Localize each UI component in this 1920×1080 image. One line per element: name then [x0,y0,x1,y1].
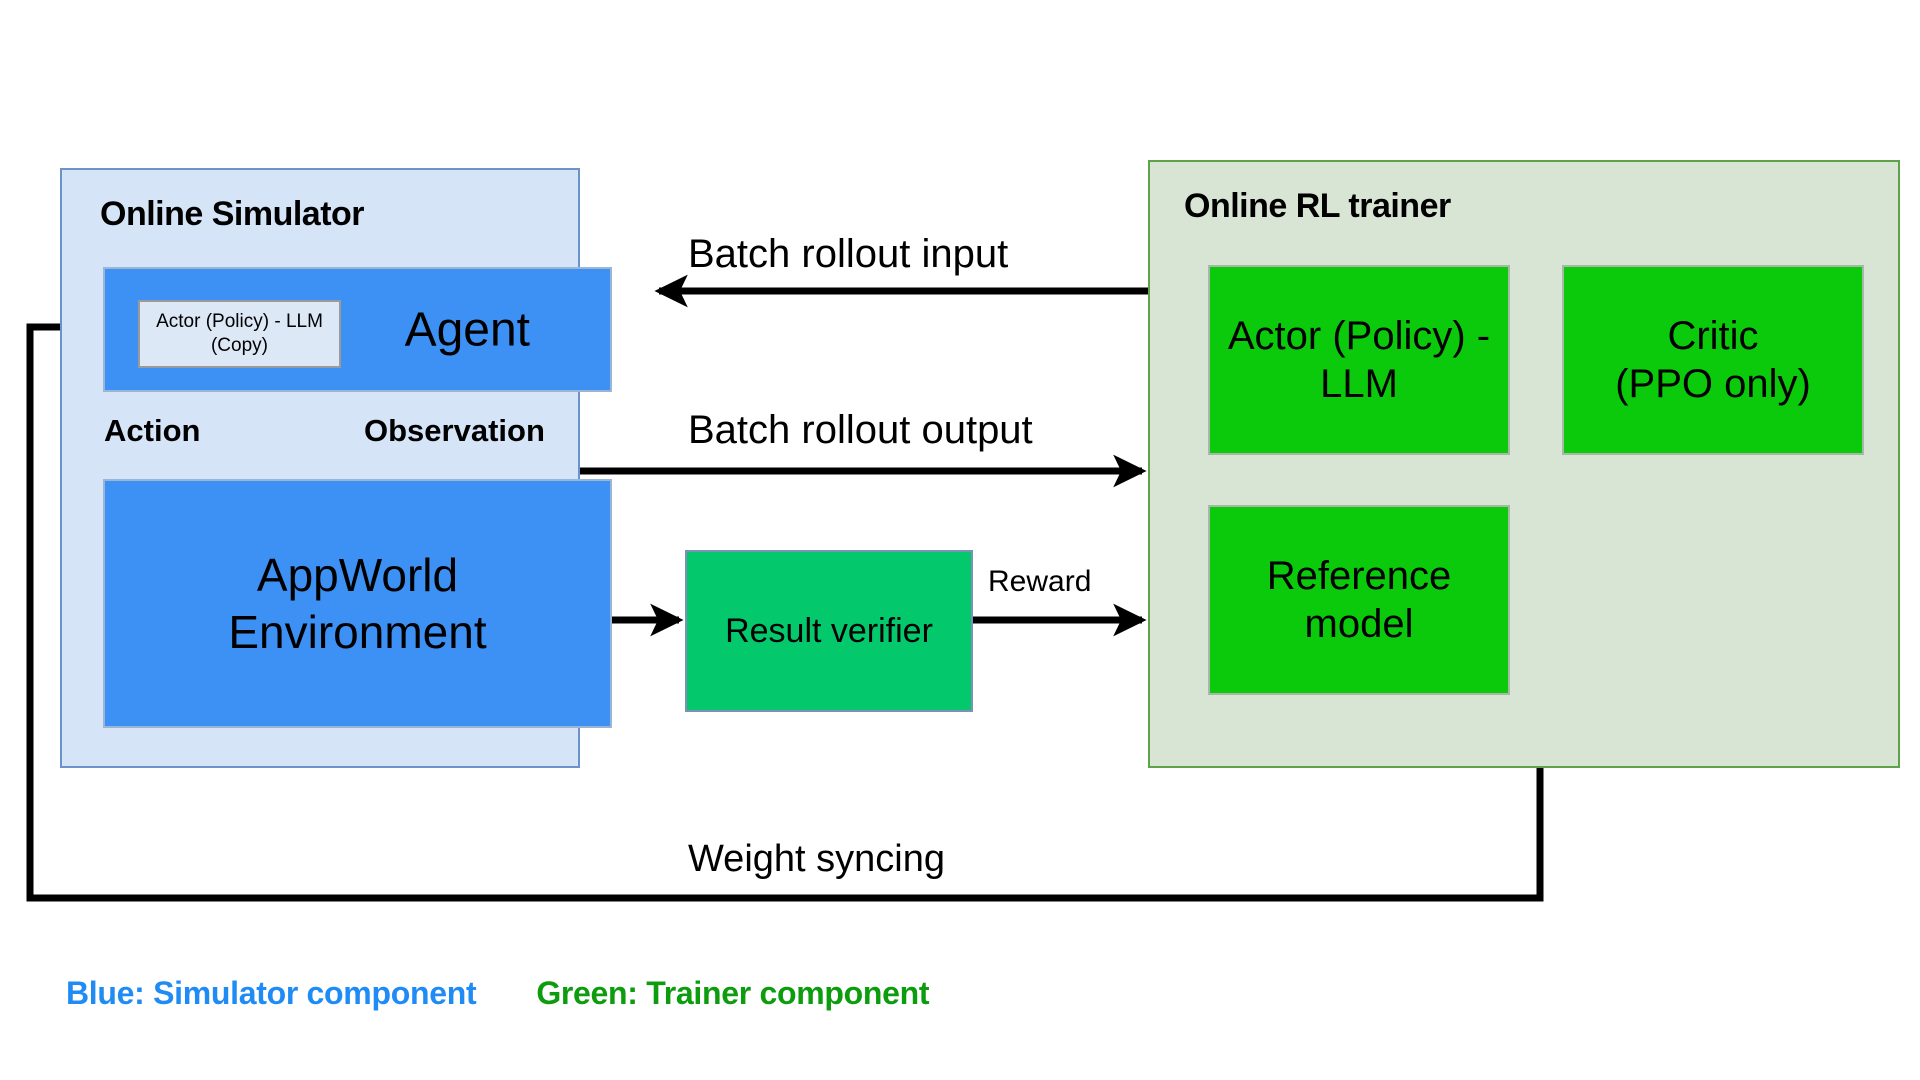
observation-label: Observation [364,413,545,448]
trainer-title: Online RL trainer [1184,187,1451,225]
reference-model-line-1: Reference [1266,554,1452,598]
actor-policy-llm-label: Actor (Policy) - LLM [1228,312,1490,408]
reference-model-line-2: model [1304,602,1414,646]
actor-policy-llm-copy-box[interactable]: Actor (Policy) - LLM (Copy) [138,300,341,368]
critic-line-2: (PPO only) [1615,362,1811,406]
legend-blue-entry: Blue: Simulator component [66,975,477,1011]
critic-box[interactable]: Critic (PPO only) [1562,265,1864,455]
agent-label: Agent [404,303,530,356]
action-label: Action [104,413,201,448]
batch-rollout-input-label: Batch rollout input [688,232,1009,276]
appworld-environment-box[interactable]: AppWorld Environment [103,479,612,728]
actor-policy-llm-box[interactable]: Actor (Policy) - LLM [1208,265,1510,455]
appworld-line-2: Environment [228,605,487,658]
reward-label: Reward [988,565,1092,598]
appworld-environment-label: AppWorld Environment [228,547,486,659]
reference-model-box[interactable]: Reference model [1208,505,1510,695]
legend: Blue: Simulator component Green: Trainer… [66,975,930,1012]
actor-policy-llm-copy-label: Actor (Policy) - LLM (Copy) [156,311,323,356]
result-verifier-box[interactable]: Result verifier [685,550,973,712]
reference-model-label: Reference model [1267,552,1452,648]
appworld-line-1: AppWorld [256,549,459,602]
legend-green-entry: Green: Trainer component [536,975,930,1011]
weight-syncing-label: Weight syncing [688,838,945,880]
actor-policy-llm-line-1: Actor (Policy) - [1227,314,1491,358]
simulator-title: Online Simulator [100,195,365,233]
critic-line-1: Critic [1667,314,1759,358]
result-verifier-label: Result verifier [725,611,933,650]
batch-rollout-output-label: Batch rollout output [688,408,1033,452]
actor-policy-llm-line-2: LLM [1320,362,1398,406]
critic-label: Critic (PPO only) [1615,312,1811,408]
